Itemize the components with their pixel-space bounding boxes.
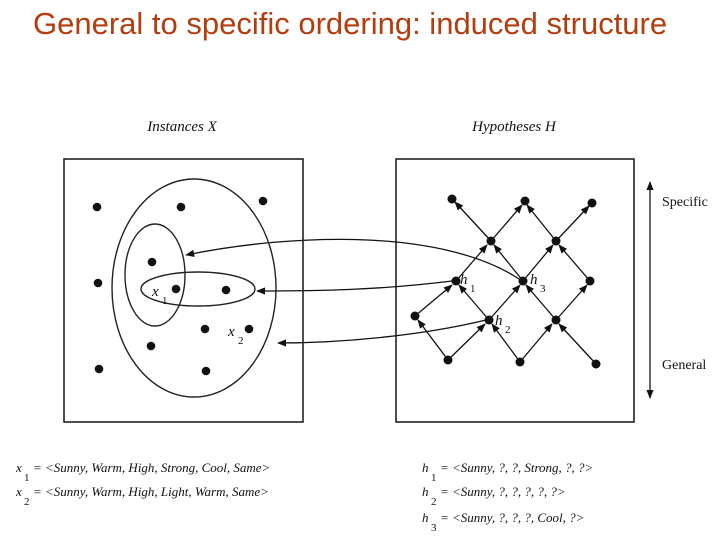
hypothesis-node bbox=[486, 236, 496, 246]
def-var: h bbox=[422, 510, 429, 525]
instance-point bbox=[200, 324, 210, 334]
def-text: = <Sunny, ?, ?, Strong, ?, ?> bbox=[440, 460, 593, 475]
h1-mapping-arrow bbox=[256, 280, 453, 295]
hypothesis-node bbox=[410, 311, 420, 321]
instance-point bbox=[146, 341, 156, 351]
def-sub: 3 bbox=[431, 522, 437, 534]
h1-sub: 1 bbox=[470, 283, 476, 295]
hypothesis-node bbox=[520, 196, 530, 206]
h2-sub: 2 bbox=[505, 324, 511, 336]
h3-node bbox=[518, 276, 528, 286]
def-text: = <Sunny, ?, ?, ?, Cool, ?> bbox=[440, 510, 584, 525]
def-sub: 2 bbox=[24, 496, 30, 508]
hypothesis-definitions: h 1 = <Sunny, ?, ?, Strong, ?, ?> h 2 = … bbox=[422, 460, 593, 534]
hypothesis-node bbox=[587, 198, 597, 208]
hypothesis-node bbox=[585, 276, 595, 286]
def-text: = <Sunny, ?, ?, ?, ?, ?> bbox=[440, 484, 566, 499]
x1-point bbox=[171, 284, 181, 294]
instance-point bbox=[147, 257, 157, 267]
def-var: x bbox=[15, 484, 22, 499]
def-text: = <Sunny, Warm, High, Light, Warm, Same> bbox=[33, 484, 269, 499]
slide-title: General to specific ordering: induced st… bbox=[33, 6, 668, 41]
h1-label: h bbox=[460, 272, 468, 288]
hypotheses-box bbox=[395, 158, 635, 423]
general-label: General bbox=[662, 358, 706, 373]
h3-mapping-arrow bbox=[185, 238, 520, 280]
x2-point bbox=[244, 324, 254, 334]
instance-definitions: x 1 = <Sunny, Warm, High, Strong, Cool, … bbox=[15, 460, 270, 508]
instance-point bbox=[201, 366, 211, 376]
h2-mapping-arrow bbox=[277, 319, 487, 347]
hypothesis-nodes bbox=[410, 194, 601, 369]
specific-label: Specific bbox=[662, 195, 708, 210]
instances-label: Instances X bbox=[146, 119, 217, 135]
hypothesis-node bbox=[591, 359, 601, 369]
x1-label: x bbox=[151, 284, 159, 300]
instance-point bbox=[258, 196, 268, 206]
mapping-arrows bbox=[185, 238, 520, 347]
h1-instance-set bbox=[140, 271, 256, 307]
def-sub: 2 bbox=[431, 496, 437, 508]
x2-sub: 2 bbox=[238, 335, 244, 347]
hypothesis-node bbox=[551, 315, 561, 325]
def-var: h bbox=[422, 484, 429, 499]
h2-node bbox=[484, 315, 494, 325]
hypothesis-node bbox=[551, 236, 561, 246]
hypothesis-node bbox=[447, 194, 457, 204]
h2-label: h bbox=[495, 313, 503, 329]
hypotheses-label: Hypotheses H bbox=[471, 119, 557, 135]
def-var: x bbox=[15, 460, 22, 475]
h1-node bbox=[451, 276, 461, 286]
x1-sub: 1 bbox=[162, 295, 168, 307]
instance-point bbox=[93, 278, 103, 288]
hypothesis-node bbox=[443, 355, 453, 365]
instance-point bbox=[94, 364, 104, 374]
instance-points bbox=[92, 196, 268, 376]
def-text: = <Sunny, Warm, High, Strong, Cool, Same… bbox=[33, 460, 270, 475]
lattice-edges bbox=[414, 201, 597, 365]
def-sub: 1 bbox=[431, 472, 437, 484]
h3-sub: 3 bbox=[540, 283, 546, 295]
instance-point bbox=[176, 202, 186, 212]
h2-instance-set bbox=[111, 178, 277, 398]
h3-label: h bbox=[530, 272, 538, 288]
def-var: h bbox=[422, 460, 429, 475]
h3-instance-set bbox=[124, 223, 186, 327]
instance-point bbox=[92, 202, 102, 212]
hypothesis-node bbox=[515, 357, 525, 367]
instance-point bbox=[221, 285, 231, 295]
x2-label: x bbox=[227, 324, 235, 340]
def-sub: 1 bbox=[24, 472, 30, 484]
